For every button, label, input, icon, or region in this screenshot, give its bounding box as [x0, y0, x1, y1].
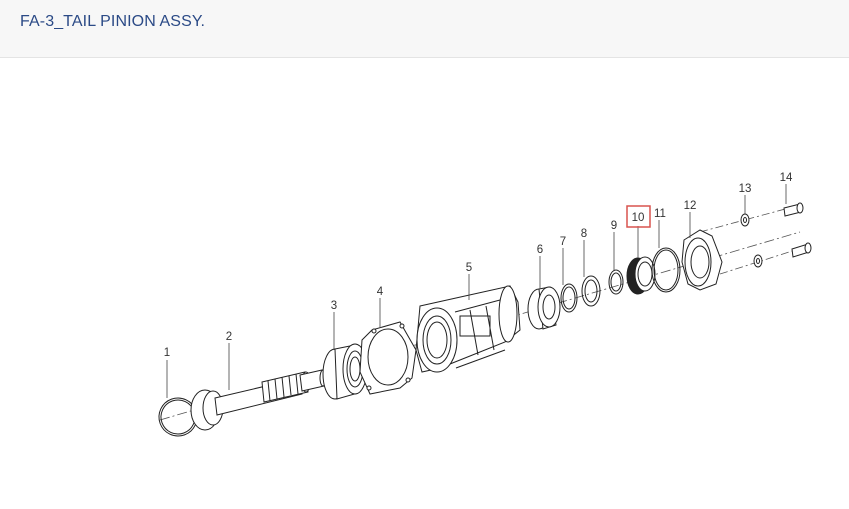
- callout-label-11[interactable]: 11: [654, 208, 666, 220]
- exploded-parts-diagram: 1 2 3 4 5 6 7 8 9 10 11 12 13 14: [0, 58, 849, 504]
- page-title: FA-3_TAIL PINION ASSY.: [20, 13, 206, 30]
- part-8-ring[interactable]: [581, 275, 601, 307]
- callout-label-4[interactable]: 4: [377, 286, 384, 298]
- highlight-box: [626, 205, 651, 228]
- callout-label-2[interactable]: 2: [226, 331, 232, 343]
- part-13-washer[interactable]: [740, 213, 763, 268]
- callout-labels: 1 2 3 4 5 6 7 8 9 10 11 12 13 14: [164, 172, 793, 359]
- part-6-bearing[interactable]: [527, 286, 561, 330]
- part-4-gasket[interactable]: [359, 321, 417, 395]
- part-14-bolt[interactable]: [783, 202, 812, 258]
- callout-label-1[interactable]: 1: [164, 347, 170, 359]
- diagram-svg: 1 2 3 4 5 6 7 8 9 10 11 12 13 14: [158, 172, 812, 437]
- part-10-oil-seal[interactable]: [626, 256, 656, 295]
- leader-lines: [166, 184, 787, 398]
- part-9-snap-ring[interactable]: [608, 269, 624, 295]
- callout-label-12[interactable]: 12: [684, 200, 697, 212]
- bolt-axis-line-upper: [699, 204, 801, 233]
- callout-label-13[interactable]: 13: [739, 183, 752, 195]
- callout-label-6[interactable]: 6: [537, 244, 543, 256]
- part-5-pinion-housing[interactable]: [415, 285, 521, 373]
- part-7-ring[interactable]: [560, 283, 578, 313]
- part-12-cover[interactable]: [681, 229, 723, 291]
- part-11-o-ring[interactable]: [651, 247, 681, 293]
- part-2-tail-pinion-shaft[interactable]: [190, 369, 327, 431]
- callout-label-10[interactable]: 10: [632, 212, 645, 224]
- callout-label-3[interactable]: 3: [331, 300, 337, 312]
- part-3-ball-bearing[interactable]: [322, 343, 368, 400]
- callout-label-8[interactable]: 8: [581, 228, 587, 240]
- callout-label-5[interactable]: 5: [466, 262, 472, 274]
- page-header: FA-3_TAIL PINION ASSY.: [0, 0, 849, 58]
- callout-label-14[interactable]: 14: [780, 172, 793, 184]
- callout-label-7[interactable]: 7: [560, 236, 566, 248]
- callout-label-9[interactable]: 9: [611, 220, 617, 232]
